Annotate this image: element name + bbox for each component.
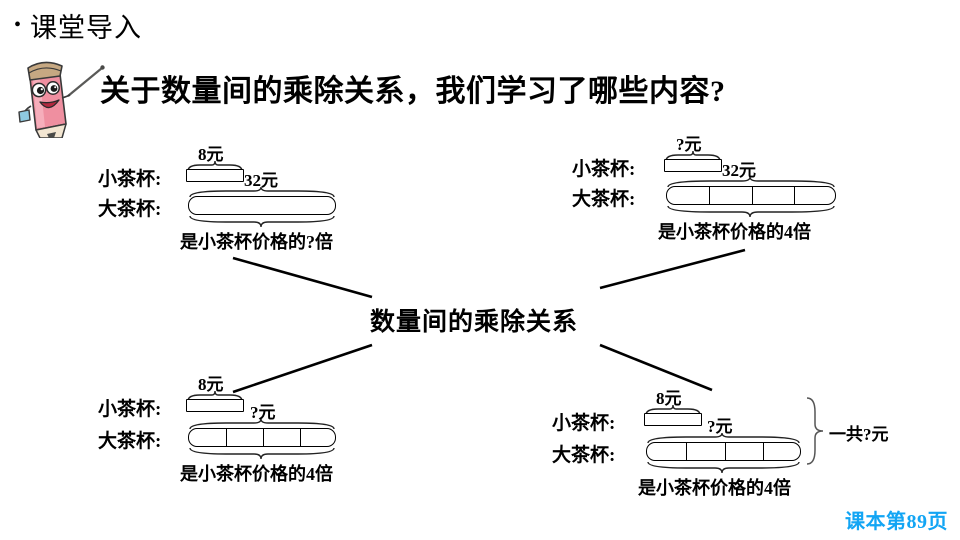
large-cup-label: 大茶杯: [552, 445, 616, 466]
large-cup-bar [666, 186, 836, 205]
diagram-caption: 是小茶杯价格的4倍 [180, 464, 333, 484]
diagram-bottom-right: 8元 小茶杯: ?元 大茶杯: 是小茶杯价格的4倍 一共?元 [552, 382, 889, 517]
bar-tick [300, 429, 301, 446]
diagram-bottom-left: 8元 小茶杯: ?元 大茶杯: 是小茶杯价格的4倍 [98, 368, 428, 503]
small-cup-value: 8元 [656, 389, 682, 408]
diagram-caption: 是小茶杯价格的?倍 [180, 232, 333, 252]
footer-page-reference: 课本第89页 [845, 511, 948, 533]
bar-tick [725, 443, 726, 460]
large-cup-bottom-brace-icon [189, 447, 335, 460]
page-title: • 课堂导入 [14, 6, 142, 45]
lead-question: 关于数量间的乘除关系，我们学习了哪些内容? [100, 75, 726, 108]
bar-tick [763, 443, 764, 460]
total-label: 一共?元 [829, 425, 889, 444]
diagram-top-right: ?元 小茶杯: 32元 大茶杯: 是小茶杯价格的4倍 [572, 128, 902, 263]
diagram-caption: 是小茶杯价格的4倍 [638, 478, 791, 498]
small-cup-label: 小茶杯: [572, 159, 636, 180]
large-cup-value: 32元 [722, 161, 756, 180]
total-brace-icon [806, 397, 824, 465]
bullet-icon: • [14, 14, 23, 36]
bar-tick [686, 443, 687, 460]
small-cup-label: 小茶杯: [98, 169, 162, 190]
bar-tick [226, 429, 227, 446]
large-cup-value: ?元 [250, 403, 276, 422]
diagram-caption: 是小茶杯价格的4倍 [658, 222, 811, 242]
small-cup-value: 8元 [198, 145, 224, 164]
large-cup-bar [188, 196, 336, 215]
large-cup-label: 大茶杯: [572, 189, 636, 210]
small-cup-value: ?元 [676, 135, 702, 154]
bar-tick [709, 187, 710, 204]
small-cup-value: 8元 [198, 375, 224, 394]
pencil-mascot-icon [16, 54, 108, 139]
large-cup-label: 大茶杯: [98, 431, 162, 452]
large-cup-bottom-brace-icon [647, 461, 800, 474]
bar-tick [752, 187, 753, 204]
bar-tick [263, 429, 264, 446]
small-cup-bar [186, 169, 244, 182]
large-cup-bar [646, 442, 801, 461]
large-cup-bar [188, 428, 336, 447]
bar-tick [794, 187, 795, 204]
large-cup-value: 32元 [244, 171, 278, 190]
small-cup-label: 小茶杯: [552, 413, 616, 434]
small-cup-label: 小茶杯: [98, 399, 162, 420]
small-cup-bar [644, 413, 702, 426]
section-title-text: 课堂导入 [30, 13, 143, 43]
small-cup-bar [186, 399, 244, 412]
large-cup-bottom-brace-icon [189, 215, 335, 228]
center-node: 数量间的乘除关系 [370, 309, 579, 336]
large-cup-bottom-brace-icon [667, 205, 835, 218]
large-cup-label: 大茶杯: [98, 199, 162, 220]
small-cup-bar [664, 159, 722, 172]
large-cup-value: ?元 [707, 417, 733, 436]
diagram-top-left: 8元 小茶杯: 32元 大茶杯: 是小茶杯价格的?倍 [98, 138, 428, 273]
